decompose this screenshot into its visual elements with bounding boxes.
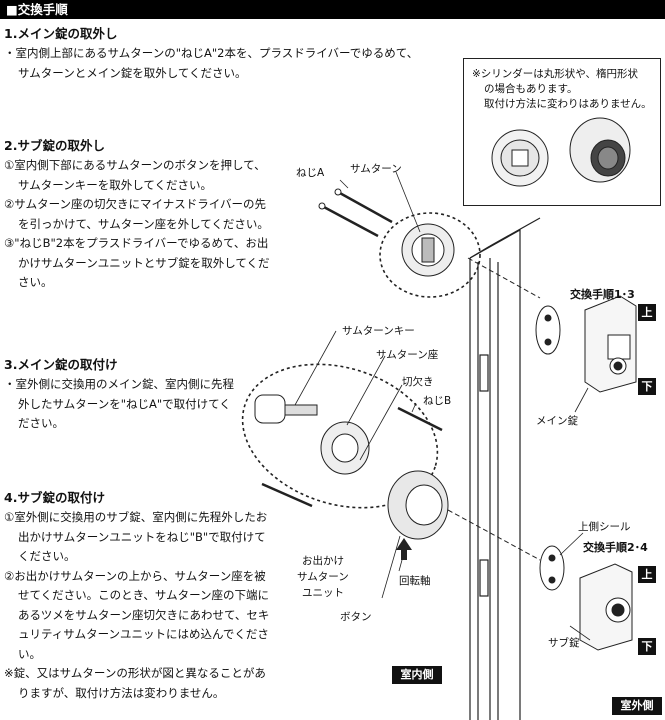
- label-notch: 切欠き: [402, 375, 434, 388]
- tag-outdoor: 室外側: [612, 697, 662, 715]
- label-outing-unit-2: サムターン: [297, 571, 349, 583]
- screws-a: [318, 188, 393, 238]
- step-3: 3.メイン錠の取付け ・室外側に交換用のメイン錠、室内側に先程外したサムターンを…: [4, 355, 234, 434]
- label-thumbturn-key: サムターンキー: [342, 325, 415, 337]
- step-3-line-1: ・室外側に交換用のメイン錠、室内側に先程外したサムターンを"ねじA"で取付けてく…: [4, 377, 234, 430]
- step-2-line-2: ②サムターン座の切欠きにマイナスドライバーの先を引っかけて、サムターン座を外して…: [4, 197, 269, 231]
- label-outing-unit-1: お出かけ: [302, 554, 344, 567]
- round-cylinder-illustration: [491, 117, 631, 187]
- tag-down-main: 下: [638, 378, 656, 395]
- label-outing-unit-3: ユニット: [302, 587, 344, 599]
- bottom-thumbturn-illustration: [241, 363, 541, 561]
- step-2-line-1: ①室内側下部にあるサムターンのボタンを押して、サムターンキーを取外してください。: [4, 158, 266, 192]
- leader-lines: [294, 171, 591, 641]
- note-line-1: ※シリンダーは丸形状や、楕円形状: [472, 68, 638, 80]
- label-sub-lock: サブ錠: [548, 636, 580, 649]
- page-banner: ■交換手順: [0, 0, 665, 19]
- label-main-lock: メイン錠: [536, 414, 578, 427]
- step-4-line-2: ②お出かけサムターンの上から、サムターン座を被せてください。このとき、サムターン…: [4, 568, 270, 661]
- step-4-line-1: ①室外側に交換用のサブ錠、室内側に先程外したお出かけサムターンユニットをねじ"B…: [4, 510, 268, 563]
- step-4-heading: 4.サブ錠の取付け: [4, 490, 105, 505]
- step-1-line-2: サムターンとメイン錠を取外してください。: [18, 65, 247, 80]
- label-upper-seal: 上側シール: [578, 520, 631, 533]
- step-2-line-3: ③"ねじB"2本をプラスドライバーでゆるめて、お出かけサムターンユニットとサブ錠…: [4, 236, 270, 289]
- tag-indoor: 室内側: [392, 666, 442, 684]
- tag-up-sub: 上: [638, 566, 656, 583]
- step-2-heading: 2.サブ錠の取外し: [4, 138, 105, 153]
- main-lock-illustration: [584, 295, 637, 393]
- label-screw-b: ねじB: [423, 395, 451, 407]
- main-lock-inner-plate: [535, 305, 561, 355]
- step-4-line-3: ※錠、又はサムターンの形状が図と異なることがありますが、取付け方法は変わりません…: [4, 666, 266, 700]
- step-4: 4.サブ錠の取付け ①室外側に交換用のサブ錠、室内側に先程外したお出かけサムター…: [4, 488, 276, 703]
- top-thumbturn-illustration: [379, 212, 541, 299]
- step-3-heading: 3.メイン錠の取付け: [4, 357, 118, 372]
- label-thumbturn: サムターン: [350, 163, 402, 175]
- cylinder-note-box: ※シリンダーは丸形状や、楕円形状 の場合もあります。 取付け方法に変わりはありま…: [463, 58, 661, 206]
- tag-up-main: 上: [638, 304, 656, 321]
- note-line-2: の場合もあります。: [484, 83, 578, 95]
- label-button: ボタン: [340, 611, 372, 623]
- step-2: 2.サブ錠の取外し ①室内側下部にあるサムターンのボタンを押して、サムターンキー…: [4, 136, 274, 293]
- label-procedure-1-3: 交換手順1･3: [570, 287, 635, 301]
- label-screw-a: ねじA: [296, 167, 325, 179]
- label-thumbturn-seat: サムターン座: [376, 348, 438, 361]
- sub-lock-illustration: [539, 545, 633, 651]
- step-1: 1.メイン錠の取外し ・室内側上部にあるサムターンの"ねじA"2本を、プラスドラ…: [4, 24, 459, 83]
- label-rotation-axis: 回転軸: [399, 574, 431, 587]
- step-1-line-1: ・室内側上部にあるサムターンの"ねじA"2本を、プラスドライバーでゆるめて、: [4, 46, 419, 60]
- note-line-3: 取付け方法に変わりはありません。: [484, 98, 652, 110]
- tag-down-sub: 下: [638, 638, 656, 655]
- step-1-heading: 1.メイン錠の取外し: [4, 26, 118, 41]
- label-procedure-2-4: 交換手順2･4: [583, 540, 648, 554]
- door-frame: [469, 217, 541, 720]
